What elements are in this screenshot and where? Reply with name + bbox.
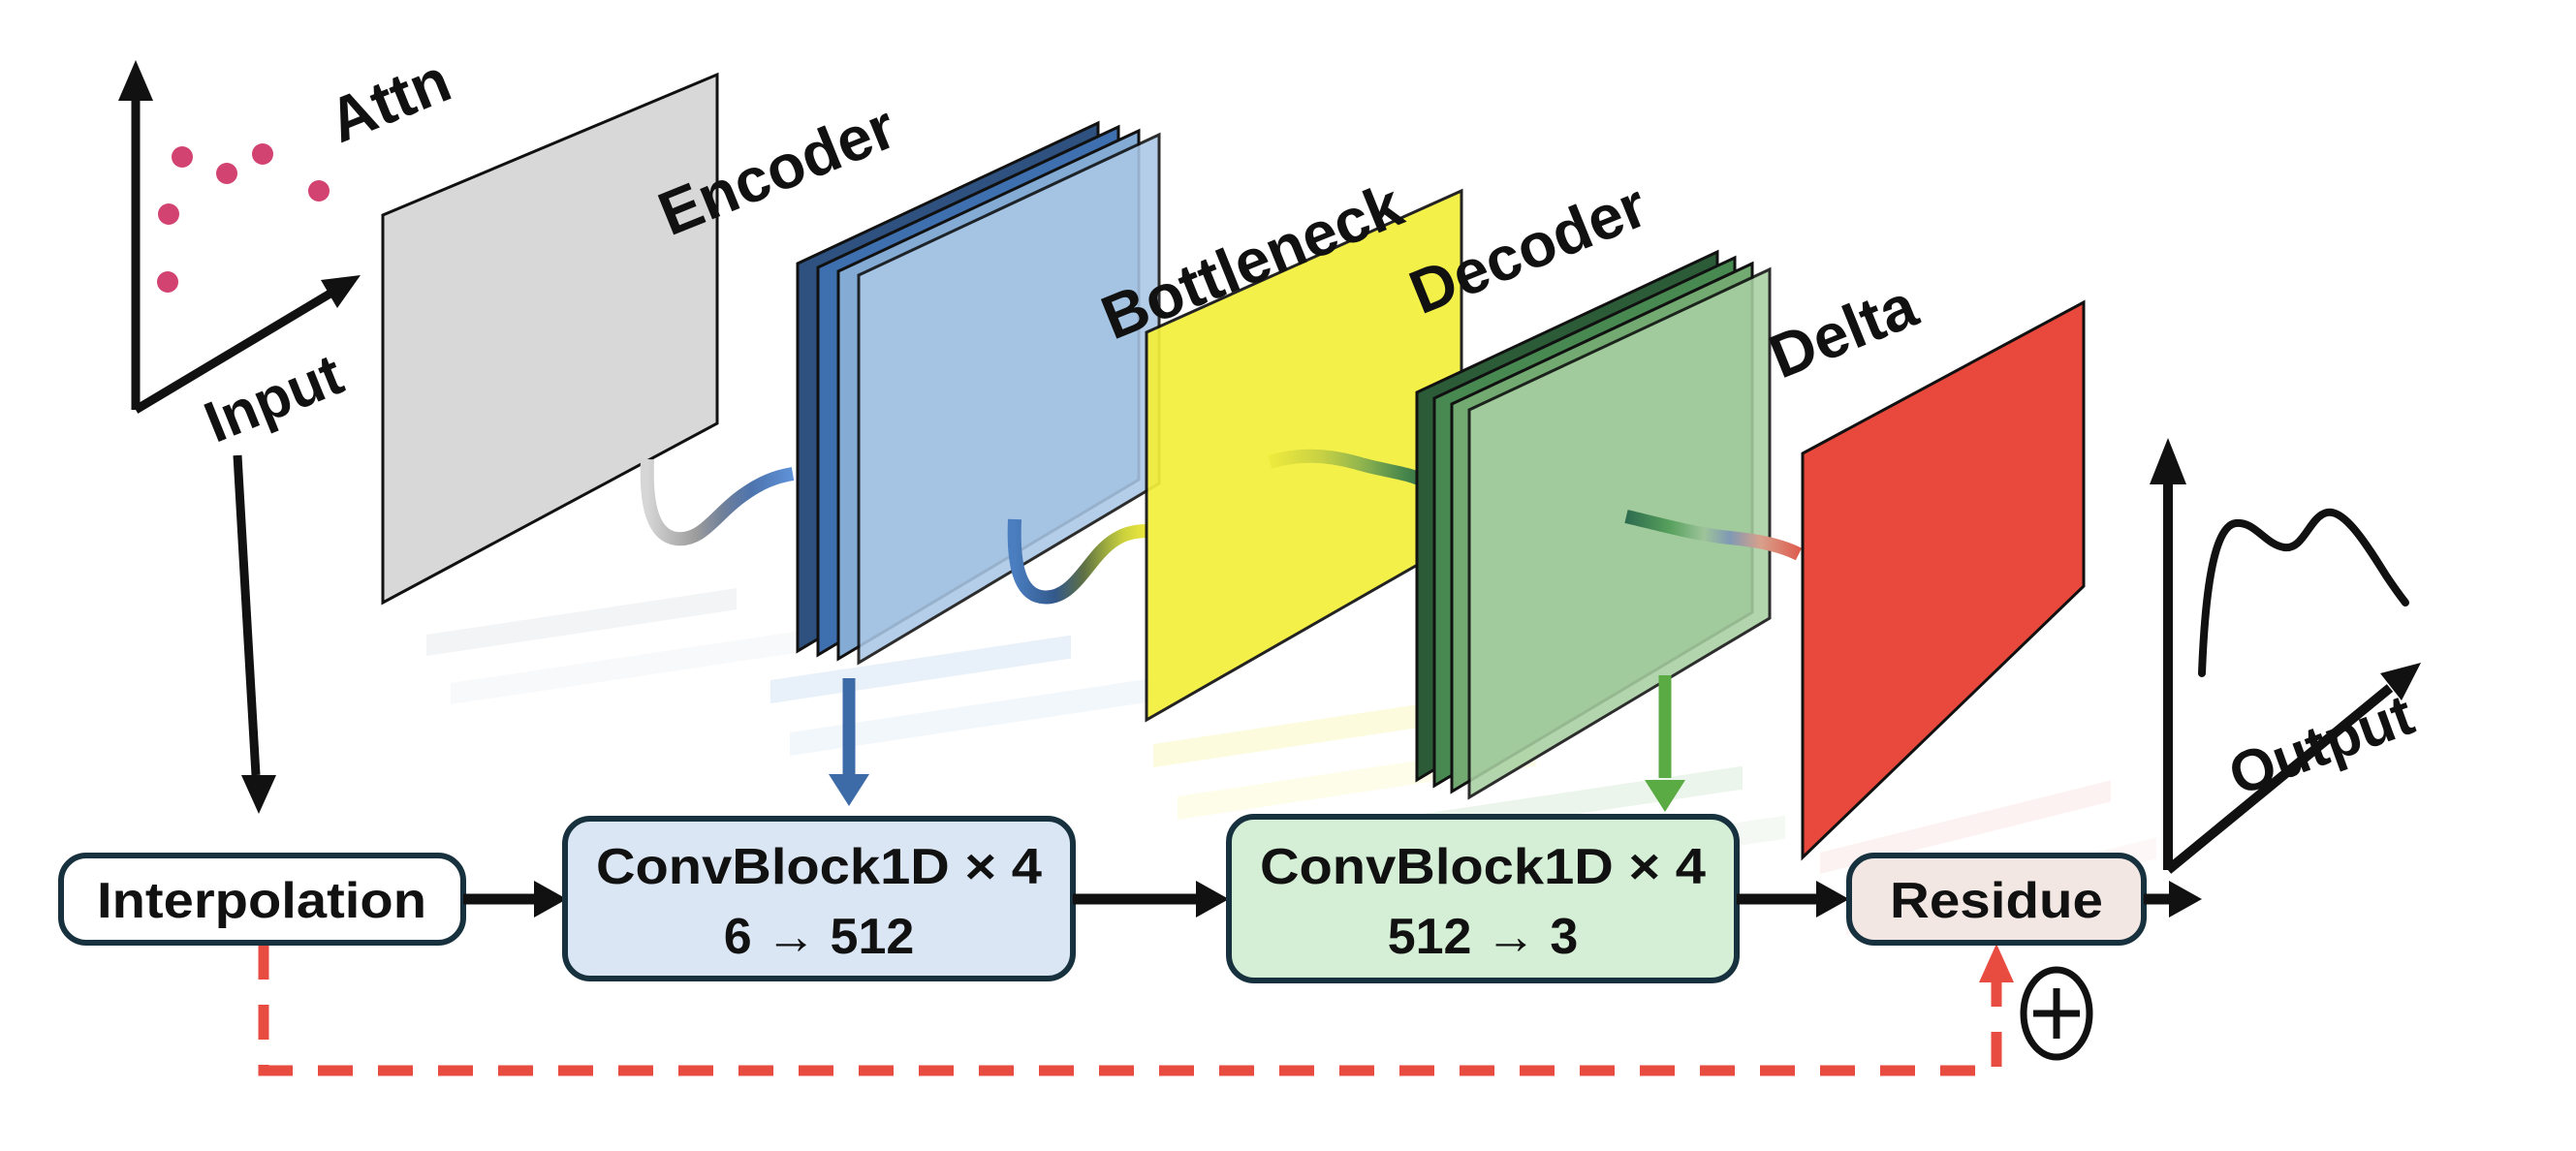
input-y-arrowhead-icon [118, 60, 153, 101]
residue-box-label: Residue [1890, 873, 2103, 929]
reflection-strip [1153, 696, 1473, 767]
conv2-box-title: ConvBlock1D × 4 [1260, 839, 1706, 895]
output-y-arrowhead-icon [2150, 438, 2186, 484]
input-down-arrowhead-icon [241, 775, 276, 814]
attn-plane [381, 72, 719, 606]
delta-label: Delta [1760, 270, 1927, 392]
input-scatter-dots [157, 143, 330, 293]
output-x-arrowhead-icon [2380, 663, 2421, 700]
pipeline-row: Interpolation ConvBlock1D × 4 6 → 512 Co… [58, 814, 2202, 983]
attn-encoder-ribbon [640, 458, 795, 546]
scatter-dot [158, 203, 179, 225]
output-curve [2198, 508, 2409, 677]
encoder-bottleneck-ribbon [1007, 518, 1148, 605]
reflection-strip [770, 635, 1071, 703]
scatter-dot [157, 271, 178, 293]
input-x-axis [133, 288, 336, 414]
scatter-dot [216, 163, 237, 184]
scatter-dot [252, 143, 273, 165]
input-down-arrow [233, 454, 261, 776]
scatter-dot [308, 180, 330, 202]
output-label: Output [2220, 682, 2422, 808]
decoder-down-arrowhead-icon [1645, 780, 1685, 812]
reflection-strip [790, 678, 1148, 756]
delta-plane [1801, 299, 2086, 861]
decoder-stack [1415, 249, 1772, 800]
attn-label: Attn [319, 45, 460, 156]
reflection-strip [1820, 780, 2111, 874]
reflection-strip [426, 588, 737, 656]
plus-icon [2020, 966, 2093, 1061]
reflection-strip [451, 631, 800, 704]
output-x-axis [2164, 684, 2394, 874]
output-plot: Output [2150, 438, 2422, 874]
conv2-box-channels: 512 → 3 [1388, 909, 1579, 965]
conv1-box-channels: 6 → 512 [724, 909, 915, 965]
interpolation-box-label: Interpolation [97, 873, 426, 929]
arrowhead-icon [1196, 881, 1229, 918]
input-x-arrowhead-icon [321, 275, 361, 308]
decoder-delta-ribbon [1624, 510, 1803, 561]
skip-connection-dashed [258, 945, 2002, 1076]
arrowhead-icon [534, 881, 567, 918]
arrowhead-icon [1816, 881, 1849, 918]
arrowhead-icon [2169, 881, 2202, 918]
scatter-dot [172, 146, 193, 168]
decoder-front-sheet [1467, 266, 1772, 800]
skip-connection-arrowhead-icon [1979, 944, 2014, 982]
conv1-box-title: ConvBlock1D × 4 [596, 839, 1042, 895]
encoder-stack [796, 120, 1161, 666]
input-plot: Input [118, 60, 361, 814]
encoder-down-arrowhead-icon [829, 774, 869, 806]
